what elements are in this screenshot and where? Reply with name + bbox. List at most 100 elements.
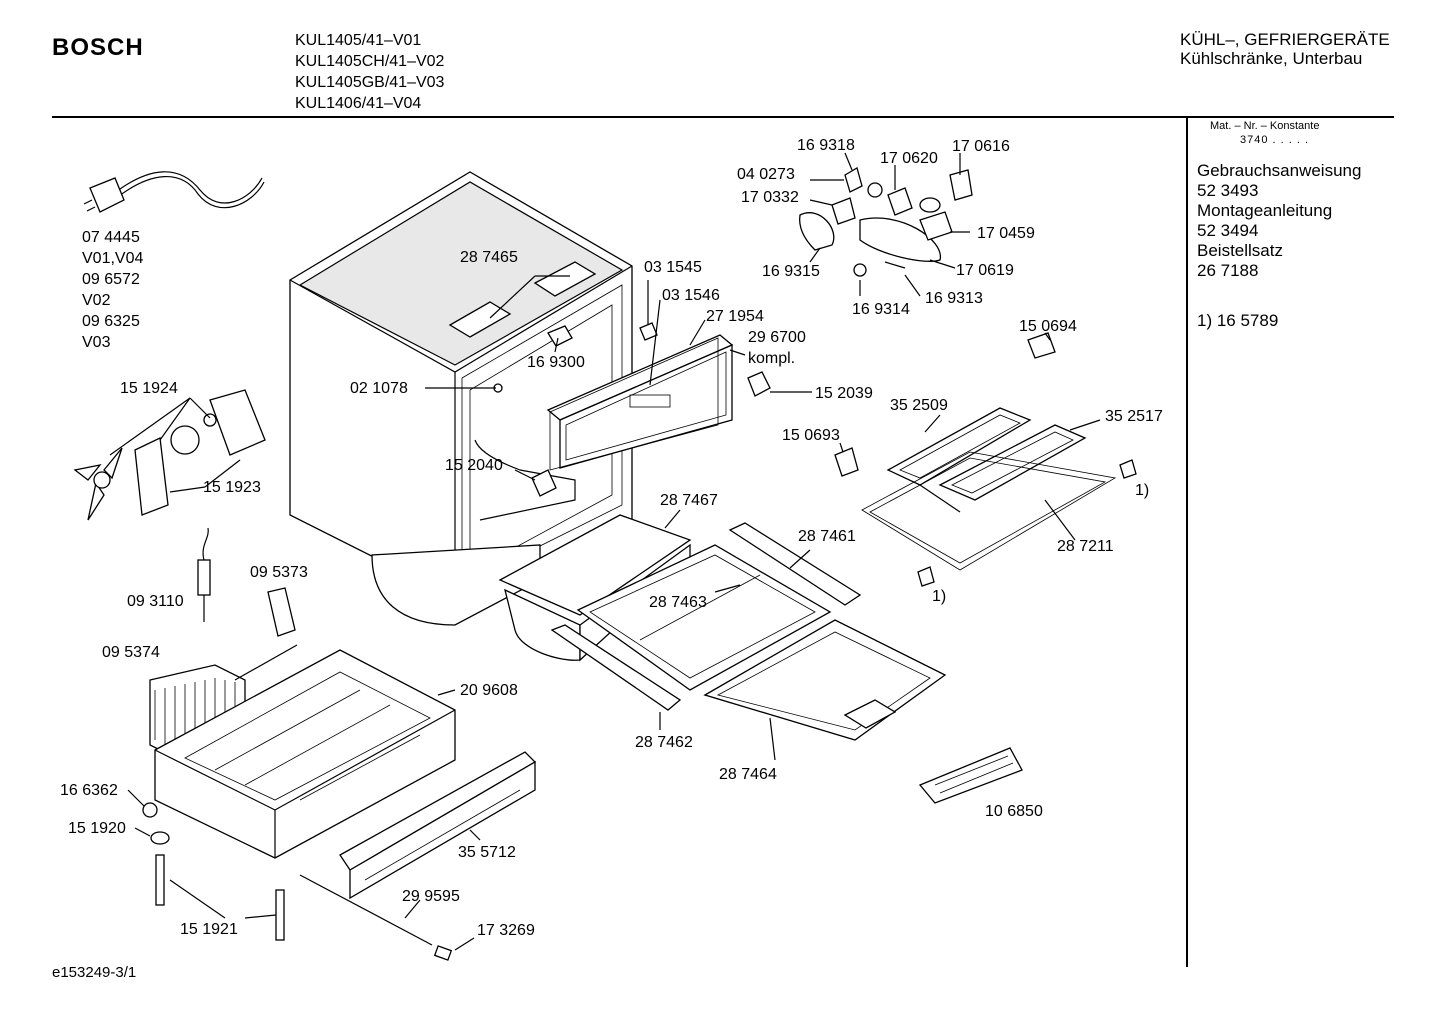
part-label: 15 1921 [180,921,238,938]
part-label: 15 1924 [120,380,178,397]
part-label: 15 1920 [68,820,126,837]
rod-29-9595 [299,874,433,946]
doc-number: 26 7188 [1197,261,1259,280]
part-label: 10 6850 [985,803,1043,820]
part-15-0694 [1027,332,1056,359]
part-label: 35 2509 [890,397,948,414]
part-label: 15 1923 [203,479,261,496]
ice-tray-10-6850 [918,747,1023,804]
rail-28-7462 [550,624,682,711]
part-label: V03 [82,334,111,351]
power-cord [83,171,265,213]
sidebar-divider [1186,117,1188,967]
glass-shelf-35-2517 [938,424,1087,501]
nut-15-1920 [150,831,170,845]
category-subline: Kühlschränke, Unterbau [1180,49,1363,68]
part-label: 17 0619 [956,262,1014,279]
freezer-door [546,334,734,471]
part-label: 09 5373 [250,564,308,581]
doc-title: Beistellsatz [1197,241,1283,260]
part-label: 27 1954 [706,308,764,325]
footnote: 1) 16 5789 [1197,311,1279,330]
drawer-frame-28-7463 [576,544,832,691]
part-label: 28 7467 [660,492,718,509]
model-item: KUL1406/41–V04 [295,95,422,112]
part-label: 17 0620 [880,150,938,167]
part-label: 15 0694 [1019,318,1077,335]
part-03-1545 [639,322,658,341]
part-label: 28 7211 [1057,538,1114,555]
part-label: 03 1545 [644,259,702,276]
hinge-part-16-9300 [547,325,573,347]
base-frame-20-9608 [154,649,456,859]
doc-number: 52 3494 [1197,221,1259,240]
part-label: 15 2040 [445,457,503,474]
part-label: 28 7462 [635,734,693,751]
part-label: 28 7465 [460,249,518,266]
part-label: 17 0459 [977,225,1035,242]
part-label: 03 1546 [662,287,720,304]
mat-number-label: Mat. – Nr. – Konstante [1210,120,1320,132]
category-heading: KÜHL–, GEFRIERGERÄTE Kühlschränke, Unter… [1180,30,1390,68]
part-label: 09 6325 [82,313,140,330]
doc-title: Gebrauchsanweisung [1197,161,1362,180]
front-grille-35-5712 [339,751,537,900]
diagram-code: e153249-3/1 [52,964,137,981]
clip-1-lower [917,566,935,587]
model-item: KUL1405GB/41–V03 [295,74,445,91]
header-divider [52,116,1394,118]
glass-shelf-35-2509 [886,407,1032,513]
part-label: 1) [932,588,946,605]
clip-09-5373 [267,587,296,637]
lamp-thermostat-assembly [799,167,973,277]
clip-1-upper [1119,459,1137,479]
part-label: 28 7461 [798,528,856,545]
part-label: 16 9318 [797,137,855,154]
part-label: 29 6700 [748,329,806,346]
brand-logo: BOSCH [52,34,144,61]
part-label: 28 7463 [649,594,707,611]
part-label: 16 9300 [527,354,585,371]
part-label: 35 5712 [458,844,516,861]
part-label: 04 0273 [737,166,795,183]
part-label: 15 2039 [815,385,873,402]
model-item: KUL1405CH/41–V02 [295,53,445,70]
part-label: 16 6362 [60,782,118,799]
sensor-09-3110 [197,527,211,622]
part-15-2039 [747,371,771,397]
part-label: 17 0332 [741,189,799,206]
part-label: 17 3269 [477,922,535,939]
leader-lines [109,152,1101,951]
category-line: KÜHL–, GEFRIERGERÄTE [1180,30,1390,49]
part-label: 1) [1135,482,1149,499]
part-label: V02 [82,292,111,309]
part-label: 09 6572 [82,271,140,288]
part-label: 16 9313 [925,290,983,307]
part-label: kompl. [748,350,795,367]
part-label: 16 9315 [762,263,820,280]
part-label: 02 1078 [350,380,408,397]
doc-number: 52 3493 [1197,181,1259,200]
end-cap-17-3269 [433,945,453,961]
part-label: 09 5374 [102,644,160,661]
foot-16-6362 [142,802,158,818]
part-label: 15 0693 [782,427,840,444]
model-list: KUL1405/41–V01 KUL1405CH/41–V02 KUL1405G… [295,30,444,114]
part-label: 07 4445 [82,229,140,246]
part-label: 20 9608 [460,682,518,699]
exploded-parts-diagram: 07 4445 V01,V04 09 6572 V02 09 6325 V03 … [60,137,1163,961]
part-label: 28 7464 [719,766,777,783]
part-label: 09 3110 [127,593,184,610]
fan-assembly [73,389,266,521]
shelf-frame-28-7211 [861,451,1117,571]
part-labels: 07 4445 V01,V04 09 6572 V02 09 6325 V03 … [60,137,1163,939]
document-list: Gebrauchsanweisung 52 3493 Montageanleit… [1197,161,1361,281]
part-label: 16 9314 [852,301,910,318]
part-label: V01,V04 [82,250,143,267]
mat-number-value: 3740 . . . . . [1240,134,1310,146]
part-label: 17 0616 [952,138,1010,155]
model-item: KUL1405/41–V01 [295,32,422,49]
part-label: 29 9595 [402,888,460,905]
cabinet-hinge-plates [448,261,597,338]
part-label: 35 2517 [1105,408,1163,425]
